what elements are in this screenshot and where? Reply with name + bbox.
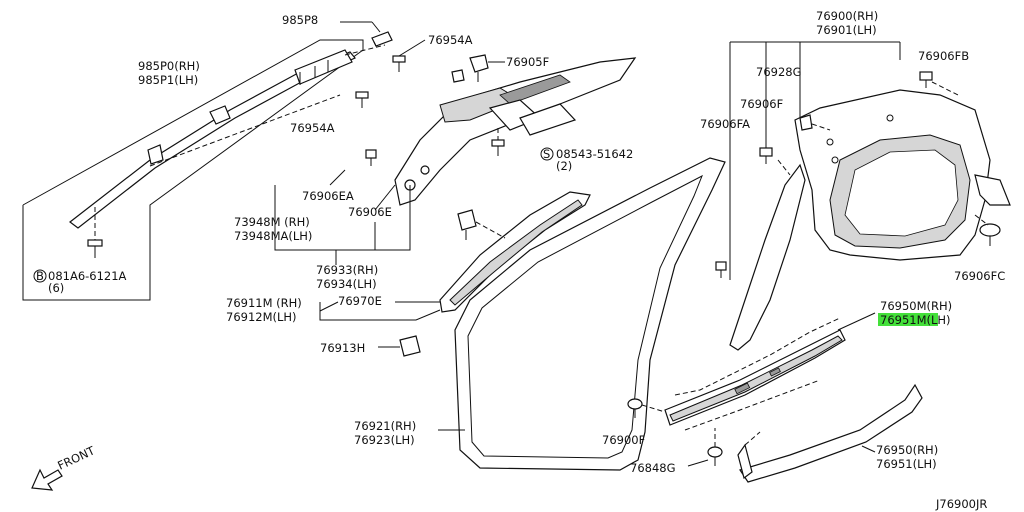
label-76950: 76950(RH) [876, 443, 938, 457]
front-arrow-icon [31, 468, 63, 491]
s-circle-icon [540, 147, 554, 161]
b-circle-icon [33, 269, 47, 283]
label-76906e: 76906E [348, 205, 392, 219]
airbag-group-frame [22, 39, 364, 301]
label-76934: 76934(LH) [316, 277, 377, 291]
label-front: FRONT [55, 443, 97, 473]
label-76900f: 76900F [602, 433, 645, 447]
quarter-trim-part [794, 89, 1011, 261]
label-76951: 76951(LH) [876, 457, 937, 471]
label-73948m: 73948M (RH) [234, 215, 310, 229]
clip-76954a-b-icon [451, 69, 465, 83]
clip-76905f-icon [469, 54, 489, 82]
clip-76906fc-icon [979, 223, 1001, 246]
sill-part [737, 383, 923, 483]
label-76928g: 76928G [756, 65, 802, 79]
sensor-985p8-icon [371, 31, 393, 47]
label-76921: 76921(RH) [354, 419, 416, 433]
label-76906ea: 76906EA [302, 189, 354, 203]
label-76954a-top: 76954A [428, 33, 473, 47]
label-s: S [543, 147, 550, 161]
label-985p8: 985P8 [282, 13, 318, 27]
label-08543: 08543-51642 [556, 147, 633, 161]
label-b: B [36, 269, 44, 283]
clip-76900f-icon [627, 398, 643, 418]
bolt-081a6-icon [87, 239, 103, 258]
label-73948ma: 73948MA(LH) [234, 229, 312, 243]
label-76906fc: 76906FC [954, 269, 1005, 283]
clip-76970e-icon [457, 209, 477, 240]
clip-76913h-icon [399, 335, 421, 357]
clip-76928g-icon [799, 114, 813, 131]
label-76923: 76923(LH) [354, 433, 415, 447]
label-76933: 76933(RH) [316, 263, 378, 277]
label-76970e: 76970E [338, 294, 382, 308]
label-08543-qty: (2) [556, 159, 572, 173]
kicking-plate-part [664, 329, 846, 426]
label-76950m: 76950M(RH) [880, 299, 952, 313]
weatherstrip-part [454, 157, 726, 471]
label-76911m: 76911M (RH) [226, 296, 302, 310]
label-76954a-mid: 76954A [290, 121, 335, 135]
label-081a6-qty: (6) [48, 281, 64, 295]
label-985p0: 985P0(RH) [138, 59, 200, 73]
clip-76848g-icon [707, 446, 723, 466]
curtain-airbag-part [69, 49, 356, 229]
screw-08543-icon [491, 139, 505, 156]
label-76900: 76900(RH) [816, 9, 878, 23]
clip-76906fa-icon [759, 147, 773, 164]
label-76912m: 76912M(LH) [226, 310, 297, 324]
bolt-76954a-mid-icon [355, 91, 369, 108]
bolt-76954a-top-icon [392, 55, 406, 72]
highlight-76951m [878, 313, 938, 326]
label-76848g: 76848G [630, 461, 676, 475]
label-76951m: 76951M(LH) [880, 313, 951, 327]
label-76906f: 76906F [740, 97, 783, 111]
label-76906fb: 76906FB [918, 49, 969, 63]
label-081a6: 081A6-6121A [48, 269, 127, 283]
lower-pillar-finisher-part [439, 191, 591, 313]
quarter-trim-frame [729, 41, 901, 280]
clip-76906fb-icon [919, 71, 933, 88]
label-76905f: 76905F [506, 55, 549, 69]
diagram-code: J76900JR [935, 497, 987, 511]
clip-76906f-left-icon [715, 261, 727, 278]
label-985p1: 985P1(LH) [138, 73, 198, 87]
part-labels: 985P8 76954A 76905F 985P0(RH) 985P1(LH) … [33, 9, 1005, 511]
label-76906fa: 76906FA [700, 117, 750, 131]
clip-76906ea-icon [365, 149, 377, 166]
upper-pillar-trim-part [394, 57, 637, 206]
rear-pillar-finisher-part [729, 163, 806, 351]
label-76901: 76901(LH) [816, 23, 877, 37]
label-76913h: 76913H [320, 341, 365, 355]
